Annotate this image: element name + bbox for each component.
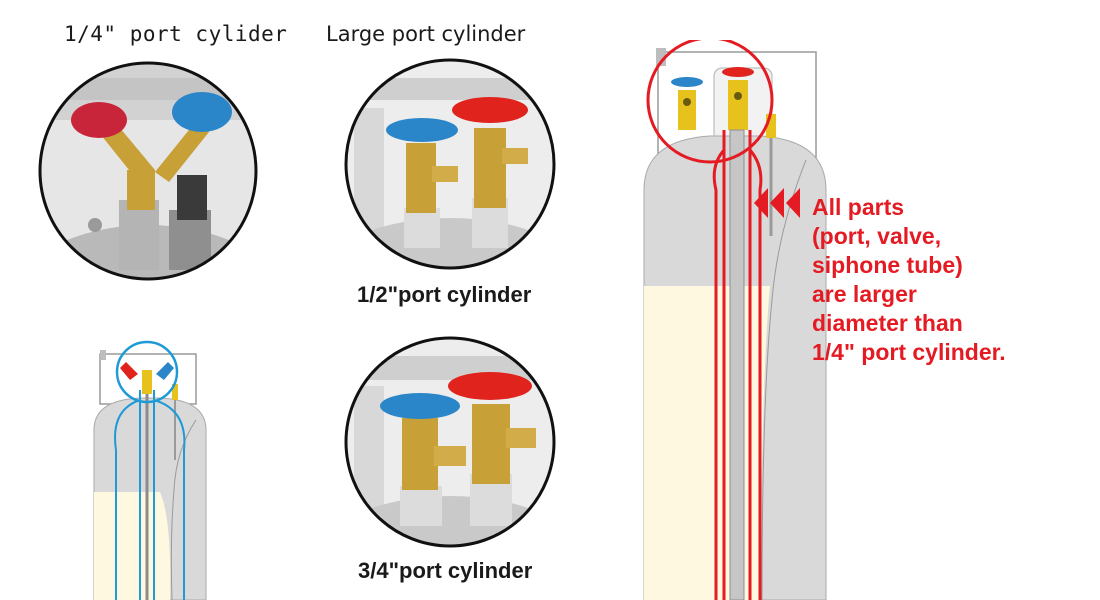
callout-text: All parts (port, valve, siphone tube) ar… [812,193,1006,367]
callout-line: siphone tube) [812,252,963,278]
small-cylinder-diagram [93,340,207,600]
small-port-valve-photo [38,61,258,281]
callout-line: All parts [812,194,905,220]
three-quarter-port-valve-photo [344,336,556,548]
callout-line: diameter than [812,310,963,336]
small-port-title: 1/4" port cylider [64,22,288,46]
half-port-caption: 1/2"port cylinder [357,282,532,307]
callout-line: 1/4" port cylinder. [812,339,1006,365]
half-port-valve-photo [344,58,556,270]
callout-line: are larger [812,281,917,307]
large-port-title: Large port cylinder [326,22,526,46]
triple-chevron-left-icon [754,188,800,218]
three-quarter-port-caption: 3/4"port cylinder [358,558,533,583]
callout-line: (port, valve, [812,223,942,249]
large-cylinder-diagram [643,40,827,600]
